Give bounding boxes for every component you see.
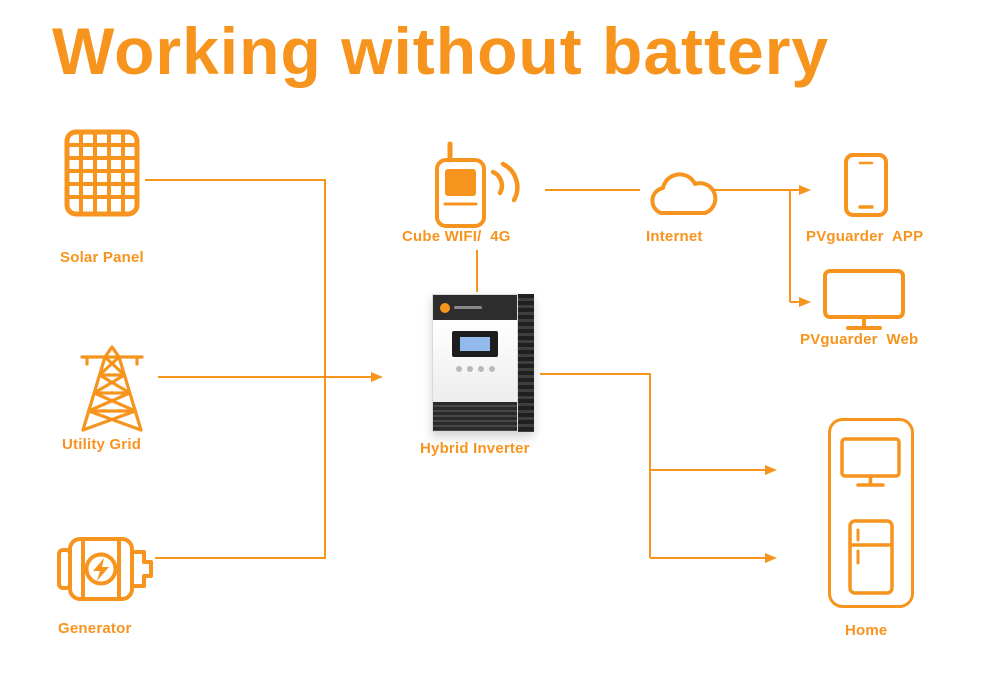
page-title: Working without battery [52, 14, 830, 88]
internet-icon [642, 165, 724, 223]
solar-panel-icon [63, 128, 141, 218]
inverter-logo-band [433, 295, 517, 320]
cube-wifi-icon [428, 138, 523, 233]
inverter-logo-text [454, 306, 482, 309]
cube-wifi-label: Cube WIFI/ 4G [402, 228, 511, 245]
inverter-logo-icon [440, 302, 450, 313]
inverter-lcd [460, 337, 490, 351]
pvguarder-app-icon [843, 152, 889, 218]
inverter-front-panel [432, 294, 518, 432]
utility-grid-label: Utility Grid [62, 436, 142, 453]
home-label: Home [845, 622, 888, 639]
generator-label: Generator [58, 620, 132, 637]
inverter-display-area [433, 320, 517, 402]
internet-label: Internet [646, 228, 703, 245]
inverter-screen [452, 331, 498, 357]
inverter-heatsink [518, 294, 534, 432]
home-icon [827, 417, 915, 609]
hybrid-inverter-label: Hybrid Inverter [420, 440, 530, 457]
pvguarder-web-icon [822, 268, 906, 334]
inverter-vent-band [433, 402, 517, 431]
pvguarder-app-label: PVguarder APP [806, 228, 924, 245]
pvguarder-web-label: PVguarder Web [800, 331, 919, 348]
inverter-buttons [455, 366, 495, 372]
solar-panel-label: Solar Panel [60, 249, 144, 266]
utility-grid-icon [68, 342, 156, 434]
generator-icon [56, 530, 154, 608]
hybrid-inverter-image [432, 294, 534, 432]
